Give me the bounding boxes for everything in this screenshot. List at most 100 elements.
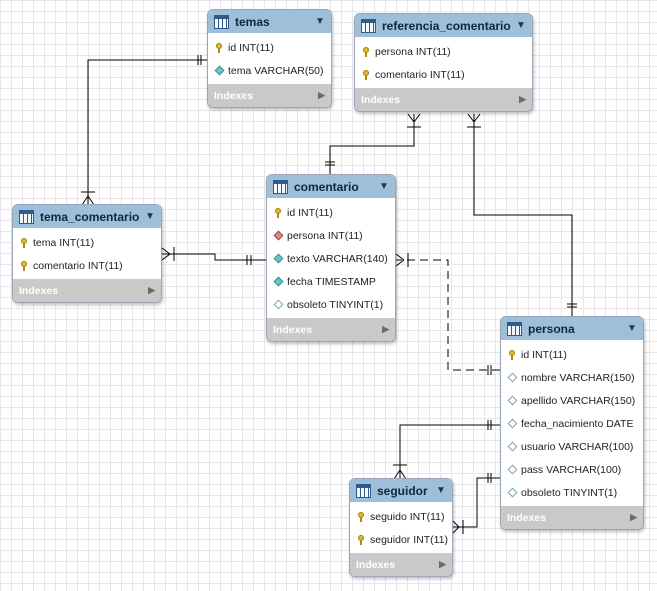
column-row[interactable]: apellido VARCHAR(150) (501, 389, 643, 412)
indexes-section[interactable]: Indexes▶ (355, 88, 532, 111)
entity-header[interactable]: persona ▼ (501, 317, 643, 340)
relationship-comentario-tema-comentario[interactable] (161, 247, 266, 265)
entity-header[interactable]: comentario ▼ (267, 175, 395, 198)
column-row[interactable]: comentario INT(11) (355, 63, 532, 86)
column-row[interactable]: nombre VARCHAR(150) (501, 366, 643, 389)
not-null-column-icon (272, 253, 284, 264)
foreign-key-icon (272, 230, 284, 241)
column-row[interactable]: texto VARCHAR(140) (267, 247, 395, 270)
column-row[interactable]: comentario INT(11) (13, 254, 161, 277)
column-row[interactable]: persona INT(11) (355, 40, 532, 63)
collapse-arrow-icon[interactable]: ▼ (315, 16, 325, 27)
entity-persona[interactable]: persona ▼ id INT(11) nombre VARCHAR(150)… (500, 316, 644, 530)
nullable-column-icon (506, 418, 518, 429)
indexes-section[interactable]: Indexes ▶ (267, 318, 395, 341)
column-row[interactable]: obsoleto TINYINT(1) (267, 293, 395, 316)
expand-arrow-icon[interactable]: ▶ (148, 285, 155, 295)
nullable-column-icon (506, 464, 518, 475)
entity-title: persona (528, 321, 575, 336)
column-label: seguidor INT(11) (370, 533, 449, 546)
entity-title: referencia_comentario (382, 18, 511, 33)
column-label: id INT(11) (228, 41, 274, 54)
indexes-section[interactable]: Indexes ▶ (13, 279, 161, 302)
entity-seguidor[interactable]: seguidor ▼ seguido INT(11) seguidor INT(… (349, 478, 453, 577)
relationship-comentario-referencia-comentario[interactable] (325, 113, 421, 175)
primary-key-icon (360, 46, 372, 57)
column-label: persona INT(11) (375, 45, 451, 58)
column-label: fecha_nacimiento DATE (521, 417, 634, 430)
relationship-temas-tema-comentario[interactable] (81, 55, 208, 206)
entity-header[interactable]: temas ▼ (208, 10, 331, 33)
column-label: pass VARCHAR(100) (521, 463, 622, 476)
not-null-column-icon (213, 65, 225, 76)
indexes-section[interactable]: Indexes▶ (501, 506, 643, 529)
relationship-persona-seguidor-seguido[interactable] (393, 420, 500, 480)
expand-arrow-icon[interactable]: ▶ (630, 512, 637, 522)
entity-header[interactable]: seguidor ▼ (350, 479, 452, 502)
collapse-arrow-icon[interactable]: ▼ (627, 323, 637, 334)
table-icon (361, 18, 376, 33)
column-label: id INT(11) (287, 206, 333, 219)
column-row[interactable]: fecha_nacimiento DATE (501, 412, 643, 435)
indexes-section[interactable]: Indexes ▶ (350, 553, 452, 576)
entity-title: temas (235, 14, 270, 29)
collapse-arrow-icon[interactable]: ▼ (436, 485, 446, 496)
column-label: fecha TIMESTAMP (287, 275, 376, 288)
indexes-label: Indexes (356, 558, 396, 571)
column-row[interactable]: persona INT(11) (267, 224, 395, 247)
entity-tema-comentario[interactable]: tema_comentario ▼ tema INT(11) comentari… (12, 204, 162, 303)
entity-comentario[interactable]: comentario ▼ id INT(11) persona INT(11) … (266, 174, 396, 342)
column-label: nombre VARCHAR(150) (521, 371, 635, 384)
nullable-column-icon (506, 441, 518, 452)
relationship-persona-referencia-comentario[interactable] (467, 113, 577, 318)
expand-arrow-icon[interactable]: ▶ (519, 94, 526, 104)
collapse-arrow-icon[interactable]: ▼ (379, 181, 389, 192)
entity-header[interactable]: tema_comentario ▼ (13, 205, 161, 228)
indexes-label: Indexes (19, 284, 59, 297)
nullable-column-icon (506, 372, 518, 383)
nullable-column-icon (506, 395, 518, 406)
table-icon (273, 179, 288, 194)
column-row[interactable]: usuario VARCHAR(100) (501, 435, 643, 458)
column-row[interactable]: fecha TIMESTAMP (267, 270, 395, 293)
entity-temas[interactable]: temas ▼ id INT(11) tema VARCHAR(50) Inde… (207, 9, 332, 108)
expand-arrow-icon[interactable]: ▶ (439, 559, 446, 569)
column-label: persona INT(11) (287, 229, 363, 242)
column-label: tema INT(11) (33, 236, 95, 249)
column-row[interactable]: id INT(11) (267, 201, 395, 224)
nullable-column-icon (506, 487, 518, 498)
column-label: texto VARCHAR(140) (287, 252, 388, 265)
collapse-arrow-icon[interactable]: ▼ (516, 20, 526, 31)
indexes-label: Indexes (273, 323, 313, 336)
column-row[interactable]: id INT(11) (208, 36, 331, 59)
column-row[interactable]: tema INT(11) (13, 231, 161, 254)
column-row[interactable]: seguido INT(11) (350, 505, 452, 528)
column-label: comentario INT(11) (375, 68, 465, 81)
entity-referencia-comentario[interactable]: referencia_comentario ▼ persona INT(11) … (354, 13, 533, 112)
indexes-section[interactable]: Indexes ▶ (208, 84, 331, 107)
table-icon (19, 209, 34, 224)
entity-header[interactable]: referencia_comentario ▼ (355, 14, 532, 37)
entity-title: seguidor (377, 483, 428, 498)
primary-key-icon (355, 534, 367, 545)
relationship-persona-comentario[interactable] (395, 253, 500, 375)
primary-key-icon (213, 42, 225, 53)
entity-title: comentario (294, 179, 359, 194)
collapse-arrow-icon[interactable]: ▼ (145, 211, 155, 222)
column-row[interactable]: id INT(11) (501, 343, 643, 366)
table-icon (214, 14, 229, 29)
column-label: seguido INT(11) (370, 510, 445, 523)
column-row[interactable]: tema VARCHAR(50) (208, 59, 331, 82)
column-row[interactable]: obsoleto TINYINT(1) (501, 481, 643, 504)
column-label: obsoleto TINYINT(1) (287, 298, 384, 311)
column-row[interactable]: pass VARCHAR(100) (501, 458, 643, 481)
column-row[interactable]: seguidor INT(11) (350, 528, 452, 551)
not-null-column-icon (272, 276, 284, 287)
expand-arrow-icon[interactable]: ▶ (318, 90, 325, 100)
expand-arrow-icon[interactable]: ▶ (382, 324, 389, 334)
table-icon (507, 321, 522, 336)
indexes-label: Indexes (214, 89, 254, 102)
relationship-persona-seguidor-seguidor[interactable] (452, 473, 500, 534)
primary-key-icon (18, 260, 30, 271)
